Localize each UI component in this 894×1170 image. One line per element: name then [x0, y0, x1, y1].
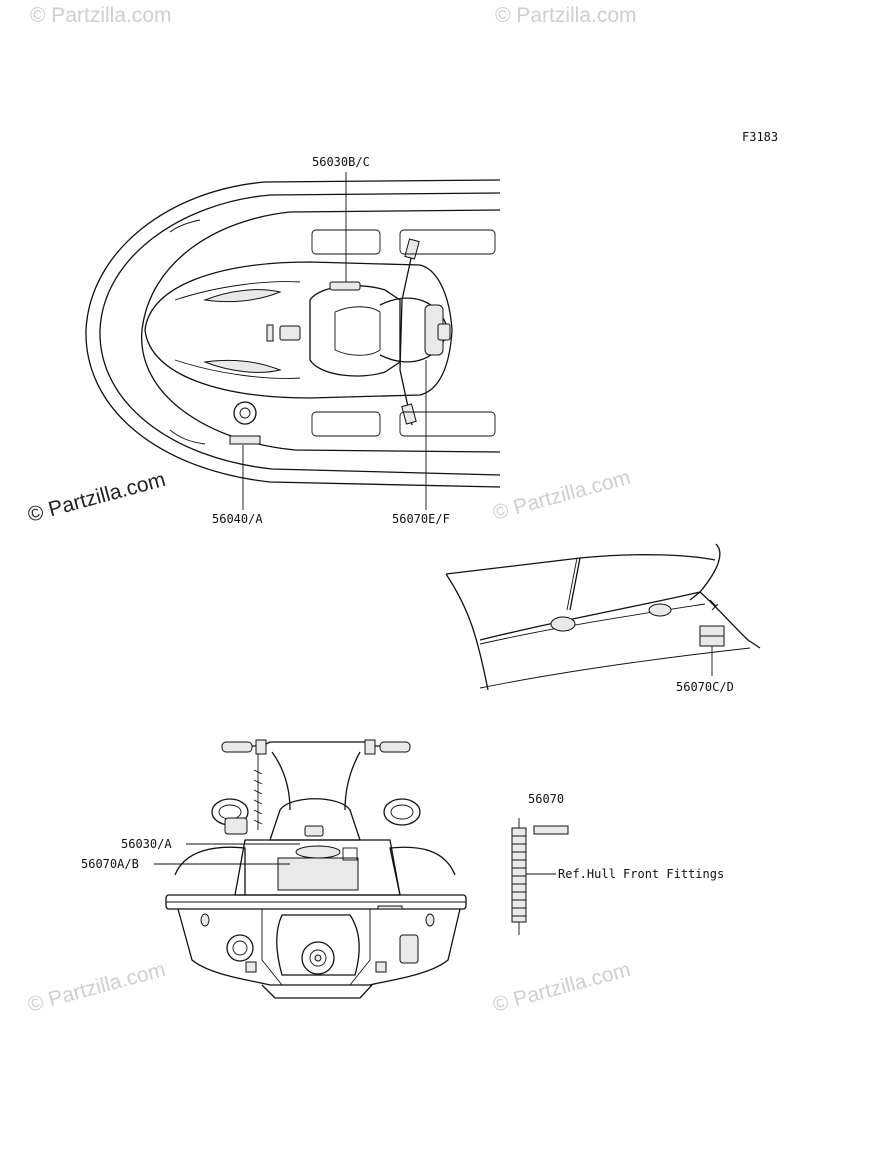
rear-view-illustration: [165, 739, 467, 999]
watermark-bottom-left: © Partzilla.com: [25, 958, 168, 1017]
top-view-illustration: [85, 179, 501, 488]
callout-56070cd: 56070C/D: [676, 680, 734, 694]
callout-56070ab: 56070A/B: [81, 857, 139, 871]
callout-56030a: 56030/A: [121, 837, 172, 851]
side-view-illustration: [445, 543, 761, 691]
callout-56070: 56070: [528, 792, 564, 806]
reference-note: Ref.Hull Front Fittings: [558, 867, 724, 881]
callout-56030bc: 56030B/C: [312, 155, 370, 169]
watermark-top-left: © Partzilla.com: [30, 4, 172, 27]
callout-56070ef: 56070E/F: [392, 512, 450, 526]
watermark-bottom-right: © Partzilla.com: [490, 958, 633, 1017]
figure-code: F3183: [742, 130, 778, 144]
loose-part-illustration: [511, 818, 569, 935]
watermark-primary: © Partzilla.com: [25, 468, 168, 527]
callout-56040a: 56040/A: [212, 512, 263, 526]
watermark-mid-right: © Partzilla.com: [490, 466, 633, 525]
watermark-top-right: © Partzilla.com: [495, 4, 637, 27]
